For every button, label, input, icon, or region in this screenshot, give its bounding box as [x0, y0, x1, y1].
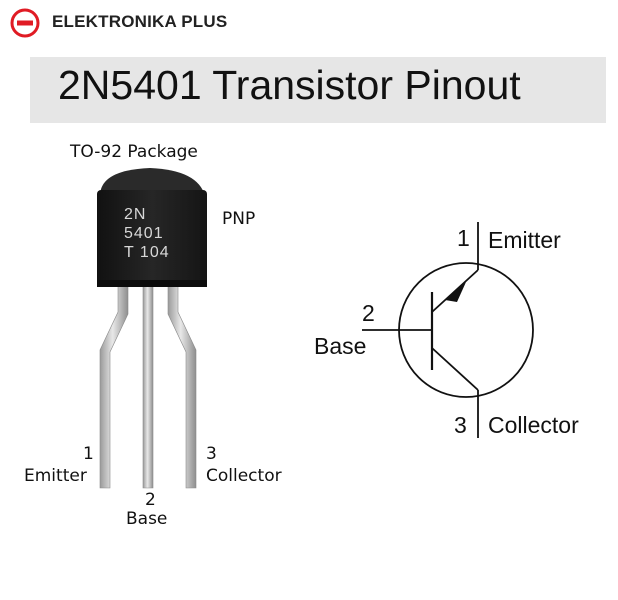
- package-pin-1-name: Emitter: [24, 466, 87, 486]
- emitter-arrow-icon: [445, 282, 466, 302]
- symbol-pin-3-name: Collector: [488, 412, 579, 438]
- package-body: [97, 190, 207, 287]
- brand-name: ELEKTRONIKA PLUS: [52, 12, 228, 31]
- package-pin-3-number: 3: [206, 444, 217, 464]
- transistor-type: PNP: [222, 209, 256, 229]
- marking-line-2: 5401: [124, 225, 164, 242]
- collector-diagonal: [431, 347, 479, 391]
- lead-1: [99, 281, 129, 489]
- page-title: 2N5401 Transistor Pinout: [58, 62, 521, 108]
- elektronika-plus-logo-icon: [10, 8, 40, 38]
- symbol-pin-1-number: 1: [457, 225, 470, 251]
- package-label: TO-92 Package: [70, 142, 198, 162]
- marking-line-3: T 104: [124, 244, 170, 261]
- symbol-pin-1-name: Emitter: [488, 227, 561, 253]
- package-pin-2-number: 2: [145, 490, 156, 510]
- package-pin-2-name: Base: [126, 509, 168, 529]
- symbol-pin-2-number: 2: [362, 300, 375, 326]
- title-banner: [30, 57, 606, 123]
- symbol-pin-3-number: 3: [454, 412, 467, 438]
- symbol-pin-2-name: Base: [314, 333, 367, 359]
- emitter-diagonal: [431, 269, 479, 313]
- package-pin-1-number: 1: [83, 444, 94, 464]
- lead-3: [167, 281, 197, 489]
- package-pin-3-name: Collector: [206, 466, 282, 486]
- marking-line-1: 2N: [124, 206, 147, 223]
